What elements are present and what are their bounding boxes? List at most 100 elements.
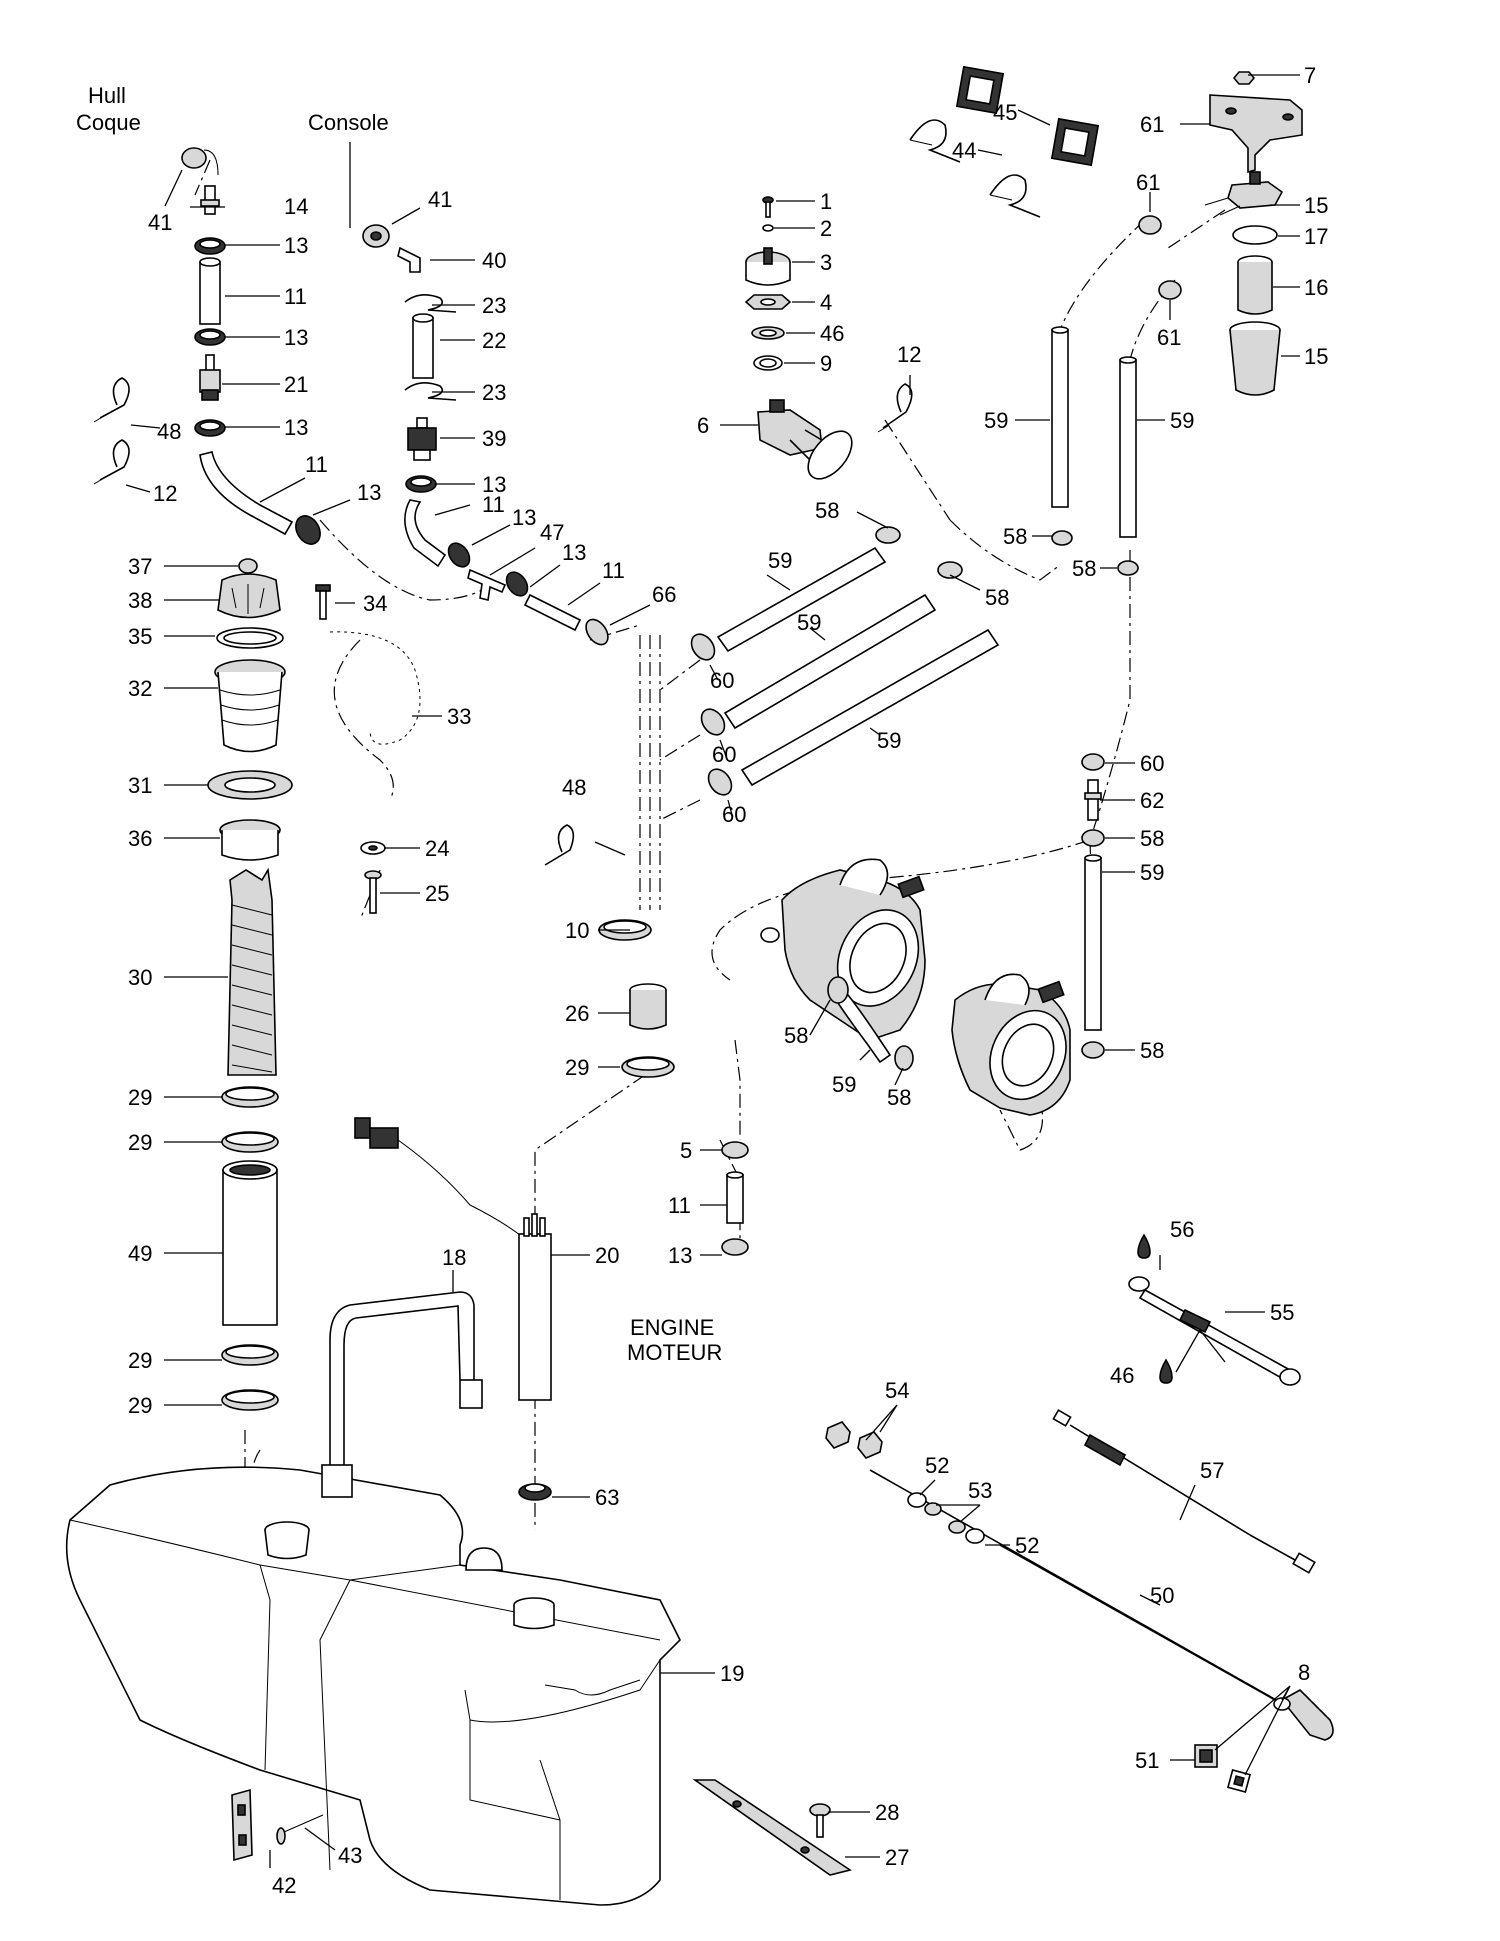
clamp-13-h xyxy=(721,1238,749,1256)
callout-43: 43 xyxy=(338,1843,362,1868)
callout-47: 47 xyxy=(540,520,564,545)
callout-numbers: 41 14 13 11 13 21 13 48 12 11 13 41 40 2… xyxy=(128,63,1328,1898)
callout-13: 13 xyxy=(357,480,381,505)
tie-wrap-44-a xyxy=(909,119,961,163)
clamp-5 xyxy=(721,1141,749,1159)
callout-44: 44 xyxy=(952,138,976,163)
clamp-60-c xyxy=(707,768,733,796)
ferrule-54-a xyxy=(825,1421,851,1449)
nut-36 xyxy=(219,819,281,861)
console-fitting-41 xyxy=(362,224,390,248)
clamp-23-a xyxy=(404,294,457,313)
hose-11-b xyxy=(199,451,294,536)
carburetor-front xyxy=(760,858,926,1041)
nut-51 xyxy=(1194,1744,1218,1768)
callout-21: 21 xyxy=(284,372,308,397)
plate-8 xyxy=(1226,1768,1252,1794)
callout-16: 16 xyxy=(1304,275,1328,300)
clamp-58-c xyxy=(1051,530,1073,546)
callout-37: 37 xyxy=(128,554,152,579)
pad-45-b xyxy=(1050,117,1100,167)
hose-59-a xyxy=(716,546,887,653)
callout-58: 58 xyxy=(1140,1038,1164,1063)
callout-59: 59 xyxy=(877,728,901,753)
engine-caption: ENGINE xyxy=(630,1315,714,1340)
callout-13: 13 xyxy=(512,505,536,530)
callout-60: 60 xyxy=(722,802,746,827)
hose-59-g xyxy=(836,993,892,1064)
washer-53-a xyxy=(924,1502,942,1516)
elbow-fitting-40 xyxy=(397,246,421,273)
callout-23: 23 xyxy=(482,380,506,405)
hull-fitting-41 xyxy=(181,147,219,176)
callout-36: 36 xyxy=(128,826,152,851)
drop-46 xyxy=(1159,1328,1226,1384)
hose-59-f xyxy=(1084,854,1102,1031)
hose-11-c xyxy=(404,499,447,568)
callout-35: 35 xyxy=(128,624,152,649)
gasket-31 xyxy=(207,770,293,800)
callout-52: 52 xyxy=(925,1453,949,1478)
callout-11: 11 xyxy=(668,1193,691,1218)
clamp-23-b xyxy=(404,382,457,401)
o-ring-35 xyxy=(216,627,284,649)
callout-1: 1 xyxy=(820,189,832,214)
filter-element-16 xyxy=(1237,255,1273,315)
callout-58: 58 xyxy=(985,585,1009,610)
check-valve-39 xyxy=(407,417,437,461)
callout-57: 57 xyxy=(1200,1458,1224,1483)
clamp-29-e xyxy=(621,1056,675,1078)
fuel-sender-20 xyxy=(518,1213,552,1401)
callout-29: 29 xyxy=(128,1130,152,1155)
callout-13: 13 xyxy=(284,233,308,258)
callout-59: 59 xyxy=(797,610,821,635)
clamp-60-d xyxy=(1081,753,1105,771)
clamp-58-h xyxy=(894,1045,914,1071)
callout-31: 31 xyxy=(128,773,152,798)
nut-7 xyxy=(1232,71,1256,85)
callout-6: 6 xyxy=(697,413,709,438)
callout-11: 11 xyxy=(482,492,505,517)
callout-45: 45 xyxy=(993,100,1017,125)
nut-4 xyxy=(744,294,792,310)
callout-12: 12 xyxy=(897,342,921,367)
callout-53: 53 xyxy=(968,1478,992,1503)
callout-11: 11 xyxy=(602,558,625,583)
callout-20: 20 xyxy=(595,1243,619,1268)
screw-34 xyxy=(315,584,331,620)
rivet-43 xyxy=(276,1814,324,1845)
callout-54: 54 xyxy=(885,1378,909,1403)
callout-13: 13 xyxy=(482,472,506,497)
filter-bowl-15 xyxy=(1229,321,1281,396)
hose-49 xyxy=(222,1160,278,1326)
callout-14: 14 xyxy=(284,194,308,219)
drop-56 xyxy=(1137,1233,1151,1259)
callout-34: 34 xyxy=(363,591,387,616)
callout-52: 52 xyxy=(1015,1533,1039,1558)
callout-23: 23 xyxy=(482,293,506,318)
callout-33: 33 xyxy=(447,704,471,729)
callout-60: 60 xyxy=(710,668,734,693)
callout-13: 13 xyxy=(668,1243,692,1268)
hose-59-d xyxy=(1051,326,1069,508)
callout-46: 46 xyxy=(1110,1363,1134,1388)
hull-caption: Hull xyxy=(88,83,126,108)
screw-28 xyxy=(809,1803,831,1838)
hose-59-e xyxy=(1119,356,1137,538)
clamp-58-d xyxy=(1117,560,1139,576)
clamp-29-a xyxy=(221,1086,279,1108)
fuel-valve-6 xyxy=(757,399,853,480)
clamp-66 xyxy=(585,618,609,646)
callout-41: 41 xyxy=(148,210,172,235)
sleeve-26 xyxy=(629,983,667,1030)
clamp-13-a xyxy=(194,237,226,255)
hose-22 xyxy=(412,313,434,379)
callout-15: 15 xyxy=(1304,344,1328,369)
callout-50: 50 xyxy=(1150,1583,1174,1608)
callout-15: 15 xyxy=(1304,193,1328,218)
filler-neck-32 xyxy=(214,659,286,753)
callout-17: 17 xyxy=(1304,224,1328,249)
callout-27: 27 xyxy=(885,1845,909,1870)
callout-32: 32 xyxy=(128,676,152,701)
